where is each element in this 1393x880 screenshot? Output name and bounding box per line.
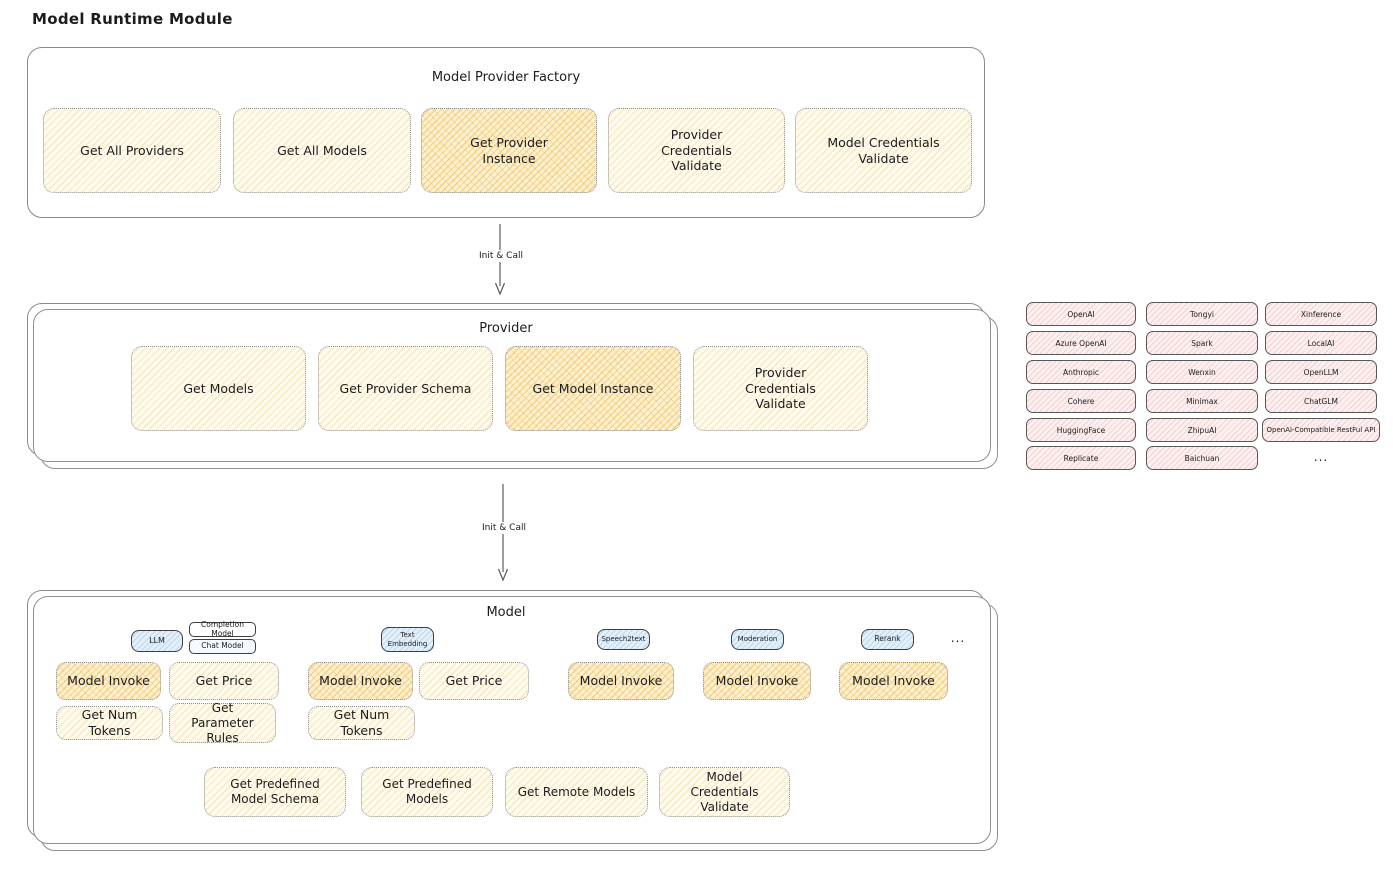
factory-box-get-all-models: Get All Models <box>233 108 411 193</box>
model-title: Model <box>486 605 526 620</box>
badge-completion-model: Completion Model <box>189 620 256 637</box>
provider-chip-minimax: Minimax <box>1146 389 1258 413</box>
moderation-model-invoke: Model Invoke <box>703 662 811 700</box>
factory-title: Model Provider Factory <box>431 70 581 85</box>
factory-box-provider-credentials-validate: Provider Credentials Validate <box>608 108 785 193</box>
text-embedding-model-invoke: Model Invoke <box>308 662 413 700</box>
factory-container: Model Provider Factory Get All Providers… <box>27 47 985 218</box>
llm-get-num-tokens: Get Num Tokens <box>56 706 163 740</box>
model-box-get-predefined-models: Get Predefined Models <box>361 767 493 817</box>
model-box-get-remote-models: Get Remote Models <box>505 767 648 817</box>
provider-chip-openai: OpenAI <box>1026 302 1136 326</box>
provider-chip-openai-compatible-restful-api: OpenAI-Compatible RestFul API <box>1262 418 1380 442</box>
llm-model-invoke: Model Invoke <box>56 662 161 700</box>
provider-box-get-provider-schema: Get Provider Schema <box>318 346 493 431</box>
provider-chip-openllm: OpenLLM <box>1265 360 1377 384</box>
llm-get-price: Get Price <box>169 662 279 700</box>
provider-chip-zhipuai: ZhipuAI <box>1146 418 1258 442</box>
badge-llm: LLM <box>131 630 183 652</box>
diagram-title: Model Runtime Module <box>32 10 233 28</box>
arrow-label-init-call-1: Init & Call <box>472 250 530 262</box>
text-embedding-get-price: Get Price <box>419 662 529 700</box>
provider-chip-spark: Spark <box>1146 331 1258 355</box>
model-badges-more: ... <box>950 631 966 645</box>
badge-speech2text: Speech2text <box>597 629 650 650</box>
model-box-model-credentials-validate: Model Credentials Validate <box>659 767 790 817</box>
provider-chip-xinference: Xinference <box>1265 302 1377 326</box>
provider-box-provider-credentials-validate: Provider Credentials Validate <box>693 346 868 431</box>
provider-chip-azure-openai: Azure OpenAI <box>1026 331 1136 355</box>
provider-chip-huggingface: HuggingFace <box>1026 418 1136 442</box>
llm-get-parameter-rules: Get Parameter Rules <box>169 701 276 745</box>
provider-chip-localai: LocalAI <box>1265 331 1377 355</box>
speech2text-model-invoke: Model Invoke <box>568 662 674 700</box>
provider-box-get-models: Get Models <box>131 346 306 431</box>
factory-box-model-credentials-validate: Model Credentials Validate <box>795 108 972 193</box>
provider-chip-baichuan: Baichuan <box>1146 446 1258 470</box>
text-embedding-get-num-tokens: Get Num Tokens <box>308 706 415 740</box>
provider-chip-chatglm: ChatGLM <box>1265 389 1377 413</box>
model-box-get-predefined-model-schema: Get Predefined Model Schema <box>204 767 346 817</box>
provider-chip-anthropic: Anthropic <box>1026 360 1136 384</box>
provider-chip-cohere: Cohere <box>1026 389 1136 413</box>
badge-text-embedding: Text Embedding <box>381 627 434 652</box>
factory-box-get-all-providers: Get All Providers <box>43 108 221 193</box>
badge-chat-model: Chat Model <box>189 639 256 654</box>
provider-chip-replicate: Replicate <box>1026 446 1136 470</box>
badge-rerank: Rerank <box>861 629 914 650</box>
factory-box-get-provider-instance: Get Provider Instance <box>421 108 597 193</box>
provider-chip-tongyi: Tongyi <box>1146 302 1258 326</box>
arrow-label-init-call-2: Init & Call <box>475 522 533 534</box>
model-container: Model LLM Completion Model Chat Model Te… <box>27 590 998 851</box>
provider-container: Provider Get Models Get Provider Schema … <box>27 303 998 469</box>
rerank-model-invoke: Model Invoke <box>839 662 948 700</box>
provider-box-get-model-instance: Get Model Instance <box>505 346 681 431</box>
badge-moderation: Moderation <box>731 629 784 650</box>
provider-chip-wenxin: Wenxin <box>1146 360 1258 384</box>
provider-list-more: ... <box>1313 450 1329 464</box>
provider-title: Provider <box>479 321 533 336</box>
